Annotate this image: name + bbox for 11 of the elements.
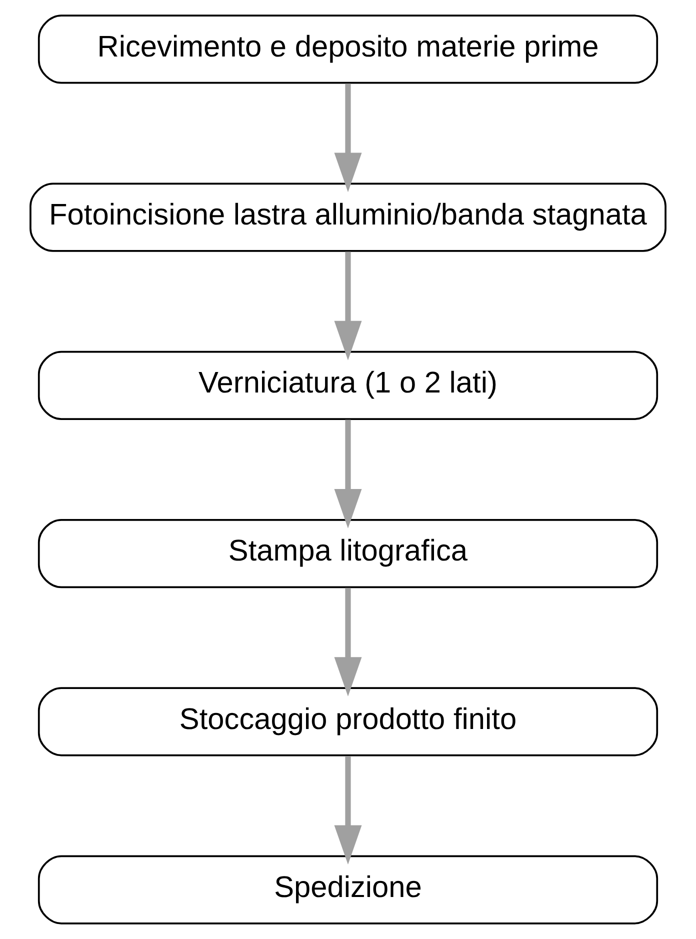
arrow	[334, 756, 362, 865]
node-box: Stoccaggio prodotto finito	[38, 687, 658, 756]
node-box: Verniciatura (1 o 2 lati)	[38, 350, 658, 420]
arrow	[334, 588, 362, 696]
arrow	[334, 252, 362, 360]
node-box: Fotoincisione lastra alluminio/banda stagnata	[30, 182, 666, 252]
node-box: Spedizione	[38, 855, 658, 924]
arrow	[334, 84, 362, 192]
arrow	[334, 420, 362, 528]
node-box: Ricevimento e deposito materie prime	[38, 14, 658, 84]
node-box: Stampa litografica	[38, 519, 658, 588]
